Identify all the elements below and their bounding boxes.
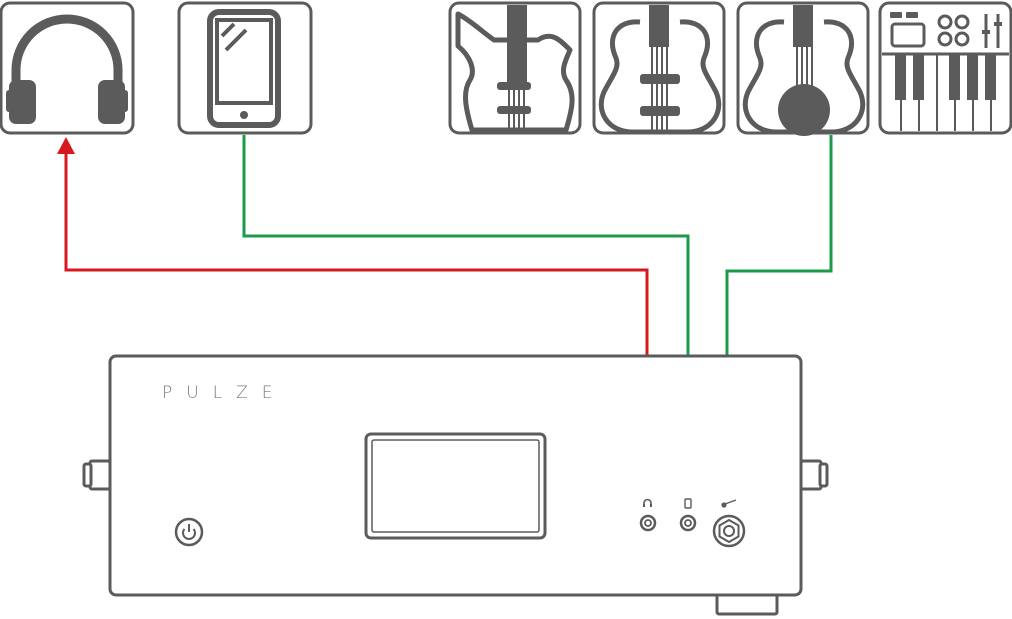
smartphone-tile (177, 1, 313, 135)
power-icon (182, 524, 196, 540)
acoustic-guitar-tile (592, 1, 726, 135)
power-button[interactable] (174, 517, 204, 547)
right-handle (799, 459, 829, 491)
smartphone-icon (207, 9, 281, 128)
acoustic-guitar-soundhole-icon (742, 5, 866, 136)
keyboard-icon (882, 12, 1009, 131)
brand-logo: PULZE (162, 383, 287, 403)
arrow-up-icon (57, 137, 75, 154)
display-screen (364, 432, 547, 540)
electric-guitar-tile (448, 1, 582, 135)
electric-guitar-icon (455, 5, 575, 133)
guitar-icon (721, 499, 737, 508)
pulze-device: PULZE (82, 354, 829, 616)
device-foot (715, 592, 779, 616)
headphones-icon (6, 14, 128, 124)
phone-icon (684, 498, 692, 509)
instrument-input-jack[interactable] (712, 514, 746, 548)
headphones-tile (0, 1, 135, 135)
left-handle (82, 459, 112, 491)
phone-input-jack[interactable] (679, 514, 697, 532)
keyboard-tile (878, 1, 1012, 135)
acoustic-guitar-2-tile (736, 1, 870, 136)
headphone-icon (643, 498, 652, 507)
headphone-output-jack[interactable] (639, 514, 657, 532)
acoustic-guitar-icon (598, 5, 722, 135)
